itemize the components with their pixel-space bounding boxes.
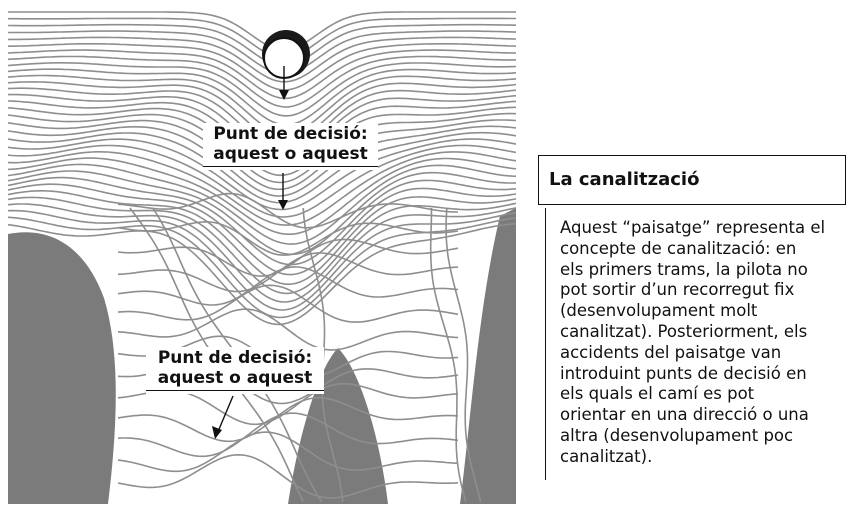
callout-line-2: aquest o aquest	[213, 144, 368, 164]
info-body-line: orientar en una direcció o una	[560, 405, 809, 425]
info-body-line: introduint punts de decisió en	[560, 363, 807, 383]
info-body-line: els primers trams, la pilota no	[560, 259, 808, 279]
info-body-line: Aquest “paisatge” representa el	[560, 218, 826, 237]
contour-line	[117, 412, 459, 458]
info-side-rule	[545, 208, 546, 480]
contour-line	[8, 61, 516, 117]
contour-line	[8, 125, 516, 197]
callout-underline	[146, 390, 324, 391]
contour-line	[117, 396, 459, 443]
contour-line	[445, 207, 482, 503]
contour-line	[117, 192, 459, 229]
info-body-line: accidents del paisatge van	[560, 342, 782, 362]
contour-line	[8, 151, 516, 226]
contour-line	[117, 284, 459, 323]
contour-line	[8, 23, 516, 67]
ball-icon	[262, 30, 310, 79]
arrow-down-icon	[212, 395, 234, 439]
contour-line	[8, 163, 516, 245]
contour-line	[429, 207, 467, 503]
contour-line	[8, 176, 516, 266]
contour-line	[8, 11, 516, 51]
canalization-landscape: Punt de decisió: aquest o aquest Punt de…	[8, 8, 516, 504]
decision-point-callout: Punt de decisió: aquest o aquest	[203, 123, 378, 170]
contour-line	[8, 170, 516, 256]
contour-line	[117, 453, 459, 499]
landscape-diagram	[8, 11, 516, 504]
contour-lines	[8, 11, 516, 503]
contour-line	[8, 112, 516, 184]
contour-line	[8, 183, 516, 276]
contour-line	[8, 49, 516, 100]
info-title-box: La canalització	[538, 155, 846, 205]
valley-wall	[460, 208, 516, 504]
info-body-line: altra (desenvolupament poc	[560, 425, 794, 445]
contour-line	[8, 131, 516, 204]
decision-point-callout: Punt de decisió: aquest o aquest	[146, 347, 324, 394]
contour-line	[8, 42, 516, 91]
contour-line	[8, 157, 516, 235]
valley-walls	[8, 208, 516, 504]
contour-line	[117, 308, 459, 351]
info-body-line: (desenvolupament molt	[560, 301, 758, 321]
contour-line	[8, 30, 516, 75]
contour-line	[8, 68, 516, 126]
contour-line	[117, 220, 459, 256]
info-body-line: canalitzat).	[560, 446, 653, 466]
info-body: Aquest “paisatge” representa el concepte…	[560, 218, 860, 468]
callout-line-1: Punt de decisió:	[213, 124, 368, 144]
info-body-line: concepte de canalització: en	[560, 238, 797, 258]
contour-line	[117, 431, 459, 473]
info-body-line: canalitzat). Posteriorment, els	[560, 321, 808, 341]
valley-wall	[8, 232, 116, 504]
contour-line	[8, 119, 516, 191]
arrow-down-icon	[279, 66, 289, 100]
contour-line	[117, 266, 459, 306]
arrow-down-icon	[278, 173, 288, 210]
valley-wall	[288, 348, 388, 504]
contour-line	[8, 55, 516, 108]
callout-line-1: Punt de decisió:	[157, 348, 313, 368]
contour-line	[8, 144, 516, 218]
callout-line-2: aquest o aquest	[157, 368, 313, 388]
info-title: La canalització	[549, 169, 700, 190]
contour-line	[8, 17, 516, 59]
contour-line	[8, 190, 516, 286]
contour-line	[117, 252, 459, 293]
info-body-line: pot sortir d’un recorregut fix	[560, 280, 795, 300]
direction-arrows	[212, 66, 289, 439]
info-body-line: els quals el camí es pot	[560, 384, 755, 404]
contour-line	[8, 36, 516, 83]
callout-underline	[203, 166, 378, 167]
